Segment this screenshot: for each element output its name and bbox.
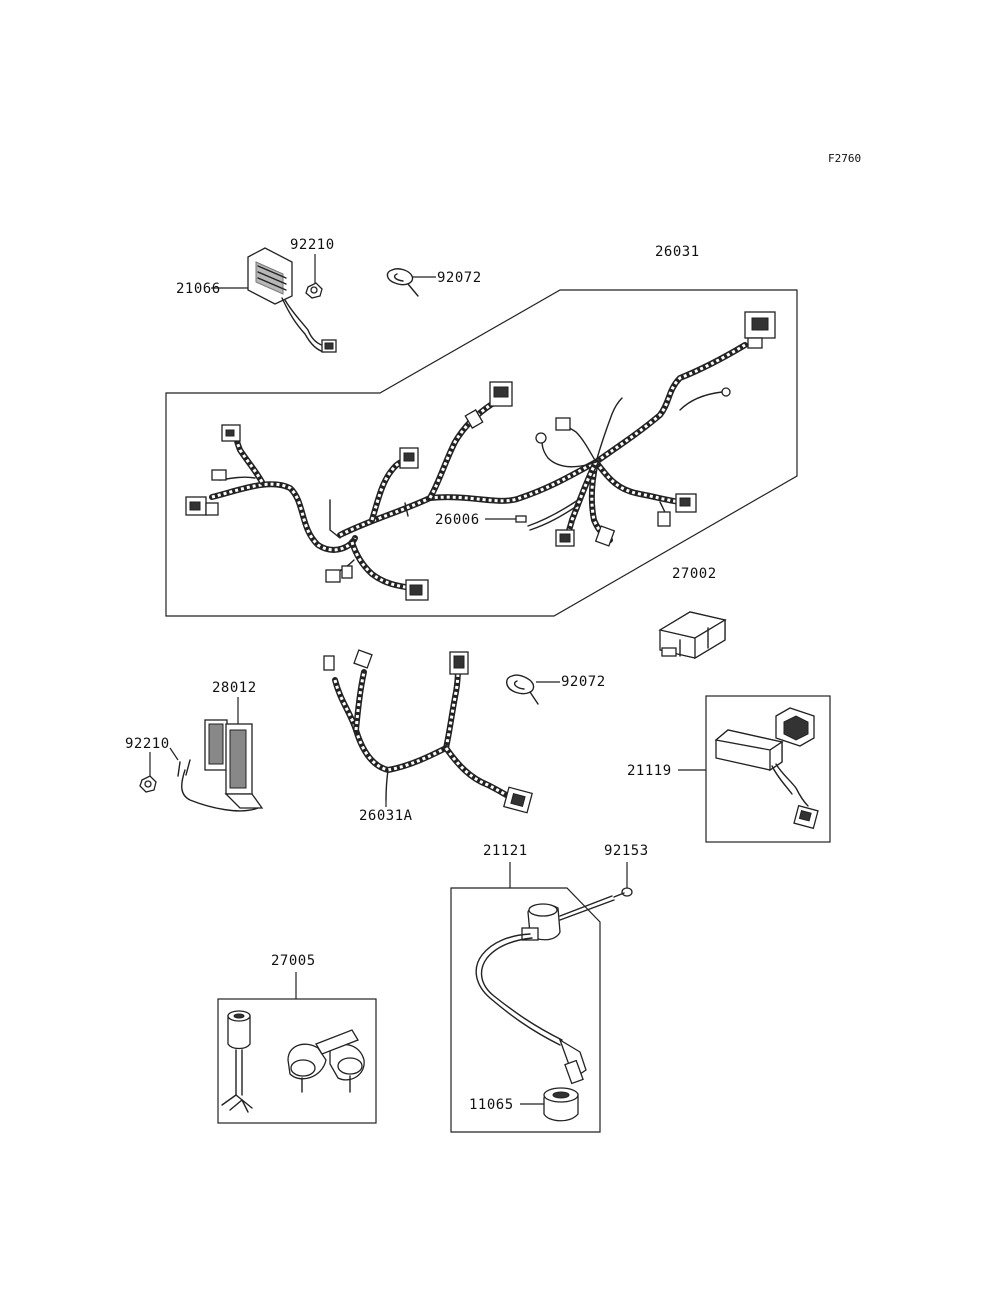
label-27002: 27002 — [672, 566, 717, 582]
cdi-part — [714, 707, 819, 830]
label-27005: 27005 — [271, 953, 316, 969]
label-26031: 26031 — [655, 244, 700, 260]
horn-set-part — [221, 1010, 365, 1113]
horn-set-frame — [217, 998, 377, 1124]
label-11065: 11065 — [469, 1097, 514, 1113]
label-21121: 21121 — [483, 843, 528, 859]
label-92210-mid: 92210 — [125, 736, 170, 752]
label-26006: 26006 — [435, 512, 480, 528]
ignition-coil-frame — [450, 887, 601, 1133]
nut-mid-part — [139, 775, 157, 793]
unit-28012-part — [177, 719, 264, 812]
main-harness-frame — [165, 289, 798, 617]
cdi-frame — [705, 695, 831, 843]
label-92153: 92153 — [604, 843, 649, 859]
label-21066: 21066 — [176, 281, 221, 297]
screw-part — [613, 887, 633, 898]
main-harness-part — [209, 342, 748, 591]
regulator-part — [247, 247, 337, 353]
label-92210-top: 92210 — [290, 237, 335, 253]
label-92072-mid: 92072 — [561, 674, 606, 690]
figure-code: F2760 — [828, 152, 861, 165]
main-harness-connectors — [185, 311, 776, 601]
label-28012: 28012 — [212, 680, 257, 696]
sub-harness-part — [323, 649, 533, 814]
clamp-mid-part — [506, 674, 539, 705]
label-92072-top: 92072 — [437, 270, 482, 286]
plug-cap-part — [543, 1087, 579, 1122]
clamp-top-part — [386, 268, 419, 297]
relay-part — [658, 611, 727, 660]
label-26031A: 26031A — [359, 808, 413, 824]
ignition-coil-part — [475, 895, 615, 1085]
label-21119: 21119 — [627, 763, 672, 779]
nut-top-part — [305, 282, 323, 299]
